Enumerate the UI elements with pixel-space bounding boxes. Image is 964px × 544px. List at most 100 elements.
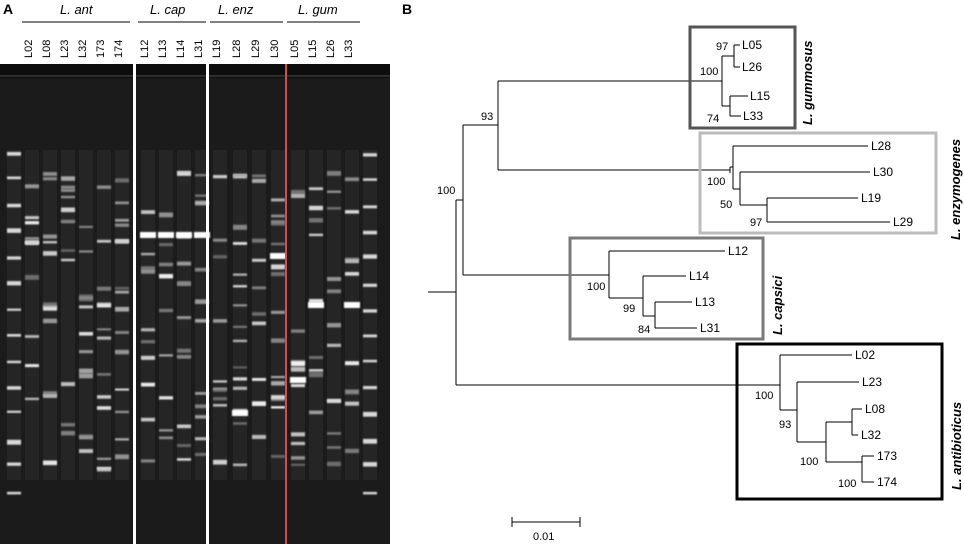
gel-band	[25, 240, 39, 244]
gel-band	[233, 463, 247, 467]
gel-band	[159, 429, 173, 432]
gel-band	[363, 230, 377, 235]
gel-band	[309, 187, 323, 191]
gel-band	[363, 178, 377, 181]
clade-label-antibioticus: L. antibioticus	[949, 402, 964, 490]
lane-label: L14	[175, 40, 187, 58]
bootstrap-value: 97	[750, 217, 762, 229]
gel-band	[7, 281, 21, 286]
gel-band	[79, 435, 93, 440]
gel-band	[177, 316, 191, 319]
gel-band	[115, 223, 129, 227]
gel-band	[7, 439, 21, 445]
gel-band-bright	[232, 410, 248, 416]
gel-band	[7, 360, 21, 364]
gel-band	[7, 491, 21, 495]
gel-band	[291, 329, 305, 333]
gel-band	[159, 436, 173, 440]
gel-band	[252, 178, 266, 183]
gel-band	[363, 254, 377, 259]
gel-band	[327, 432, 341, 435]
gel-band	[213, 238, 227, 242]
gel-band	[61, 249, 75, 252]
gel-band	[252, 238, 266, 243]
bootstrap-values: 97 100 74 93 100 100 50 97 100 99 84 100…	[437, 41, 856, 490]
gel-band	[252, 174, 266, 178]
gel-band	[271, 338, 285, 343]
gel-band	[363, 283, 377, 287]
gel-band	[213, 459, 227, 465]
gel-band	[79, 332, 93, 336]
gel-band	[291, 189, 305, 194]
bootstrap-value: 100	[755, 390, 773, 402]
gel-band	[195, 200, 209, 204]
gel-image	[0, 64, 390, 544]
gel-band	[43, 460, 57, 466]
gel-band	[271, 242, 285, 246]
gel-band	[363, 153, 377, 157]
gel-band	[327, 446, 341, 449]
gel-band	[61, 207, 75, 213]
gel-band	[159, 212, 173, 218]
gel-band	[141, 382, 155, 387]
gel-band	[213, 380, 227, 383]
leaf-label: L02	[855, 348, 875, 362]
gel-band	[79, 250, 93, 253]
gel-band	[43, 177, 57, 181]
group-label-cap: L. cap	[150, 2, 185, 17]
gel-band	[195, 392, 209, 395]
leaf-label: 174	[877, 475, 897, 489]
gel-band	[327, 277, 341, 281]
lane-separator	[133, 64, 136, 544]
bootstrap-value: 100	[707, 176, 725, 188]
gel-band	[233, 325, 247, 328]
gel-band	[213, 404, 227, 407]
gel-band	[271, 264, 285, 270]
clade-label-gummosus: L. gummosus	[800, 40, 815, 125]
gel-band	[177, 444, 191, 447]
gel-band	[363, 491, 377, 495]
gel-band	[97, 303, 111, 308]
gel-band-bright	[290, 377, 306, 383]
bootstrap-value: 100	[700, 66, 718, 78]
gel-band	[159, 262, 173, 267]
gel-band	[61, 219, 75, 224]
gel-band	[25, 275, 39, 280]
gel-band	[271, 455, 285, 458]
gel-band	[309, 356, 323, 359]
lane-label: L29	[250, 40, 262, 58]
gel-bands	[7, 150, 377, 495]
lane-label: L26	[325, 40, 337, 58]
gel-band	[7, 410, 21, 413]
gel-band	[79, 350, 93, 354]
group-header-cap: L. cap	[138, 2, 206, 23]
clade-labels: L. gummosus L. enzymogenes L. capsici L.…	[770, 40, 964, 490]
lane-label: L02	[23, 40, 35, 58]
gel-band	[141, 355, 155, 360]
gel-band	[345, 401, 359, 406]
gel-band	[291, 193, 305, 198]
gel-band	[141, 417, 155, 422]
gel-band	[7, 462, 21, 466]
gel-band	[309, 233, 323, 237]
gel-band	[43, 306, 57, 311]
gel-band	[43, 302, 57, 308]
panel-b-letter: B	[402, 1, 412, 17]
gel-band	[25, 184, 39, 189]
lane-label: L05	[289, 40, 301, 58]
gel-lane-smear	[309, 150, 323, 480]
gel-band	[271, 310, 285, 314]
gel-band	[271, 272, 285, 277]
group-label-ant: L. ant	[60, 2, 94, 17]
gel-band	[233, 285, 247, 288]
gel-band	[43, 234, 57, 239]
gel-band	[213, 387, 227, 390]
gel-band	[271, 223, 285, 226]
gel-band	[213, 388, 227, 392]
gel-lane-smear	[363, 150, 377, 480]
gel-band	[115, 287, 129, 290]
gel-band	[327, 190, 341, 193]
gel-lane-smear	[43, 150, 57, 480]
gel-band	[345, 259, 359, 264]
gel-lane-smear	[79, 150, 93, 480]
